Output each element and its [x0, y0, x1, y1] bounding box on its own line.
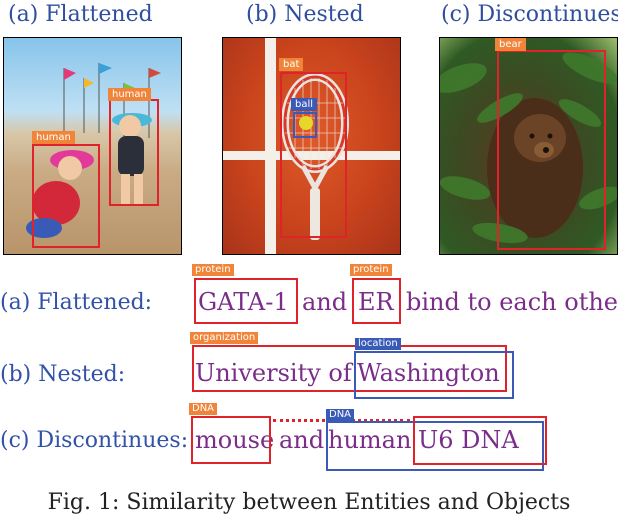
bear-bbox: [497, 50, 606, 250]
panel-a-title: (a) Flattened: [8, 2, 153, 27]
ball-bbox: [293, 112, 317, 138]
human-bbox-left: [32, 144, 100, 248]
entity-box-mouse: [191, 416, 271, 464]
human-bbox-right: [109, 99, 159, 206]
bear-scene-illustration: [440, 52, 617, 244]
row-label-nested: (b) Nested:: [0, 362, 126, 387]
tennis-photo: bat ball: [222, 37, 401, 255]
token-mouse: mouse: [195, 426, 275, 454]
panel-c-title: (c) Discontinues: [441, 2, 618, 27]
bat-bbox: [280, 72, 347, 238]
entity-box-location: [354, 351, 514, 399]
beach-scene-illustration: [26, 63, 161, 238]
token-human: human: [328, 426, 412, 454]
entity-tag-organization: organization: [190, 332, 259, 344]
entity-tag-dna-1: DNA: [189, 403, 218, 415]
entity-tag-protein-1: protein: [192, 264, 234, 276]
token-er: ER: [358, 288, 394, 316]
bear-tag: bear: [495, 38, 526, 51]
human-tag-right: human: [108, 88, 151, 101]
token-and-2: and: [279, 426, 325, 454]
entity-box-human-u6-dna: [326, 421, 544, 471]
bat-tag: bat: [279, 58, 304, 71]
entity-box-er: [352, 278, 401, 324]
token-and: and: [302, 288, 348, 316]
entity-box-u6-dna: [413, 416, 547, 465]
token-u6-dna: U6 DNA: [418, 426, 519, 454]
panel-b-title: (b) Nested: [246, 2, 364, 27]
entity-tag-location: location: [355, 338, 401, 350]
token-gata-1: GATA-1: [198, 288, 289, 316]
entity-tag-protein-2: protein: [350, 264, 392, 276]
beach-photo: human human: [3, 37, 182, 255]
entity-tag-dna-2: DNA: [326, 409, 355, 421]
row-label-flattened: (a) Flattened:: [0, 290, 153, 315]
token-washington: Washington: [357, 359, 500, 387]
entity-box-gata-1: [194, 278, 298, 324]
bear-photo: bear: [439, 37, 618, 255]
figure-caption: Fig. 1: Similarity between Entities and …: [47, 490, 571, 515]
entity-box-organization: [192, 345, 507, 392]
token-bind-to-each-other: bind to each other: [406, 288, 618, 316]
token-university-of: University of: [195, 359, 352, 387]
human-tag-left: human: [32, 131, 75, 144]
ball-tag: ball: [291, 98, 318, 111]
row-label-discontinues: (c) Discontinues:: [0, 428, 189, 453]
